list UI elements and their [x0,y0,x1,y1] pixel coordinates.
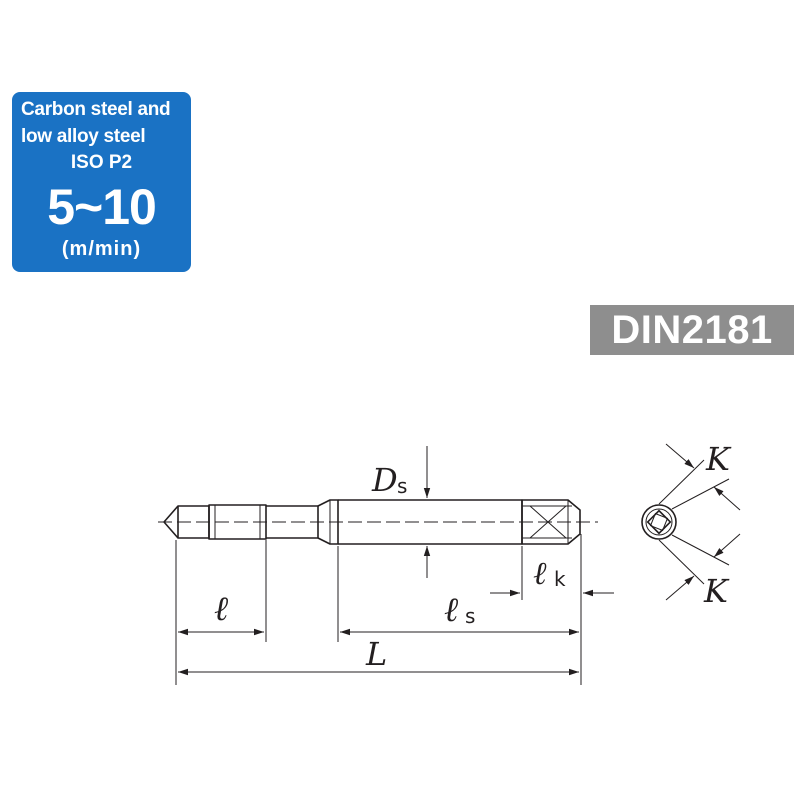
badge-iso-class: ISO P2 [70,152,133,173]
label-ds-letter: D [371,461,398,499]
label-ls-letter: ℓ [444,590,458,630]
label-ds-sub: s [397,474,407,498]
badge-material-line-1: Carbon steel and [21,99,171,120]
material-badge: Carbon steel and low alloy steel ISO P2 … [12,92,191,272]
dimension-labels: D s ℓ ℓ s ℓ k L K K [214,440,732,673]
label-lk-letter: ℓ [533,554,547,592]
label-L: L [365,635,387,673]
label-k-bottom: K [703,572,730,610]
extension-lines [175,534,582,685]
badge-material-line-2: low alloy steel [21,126,146,147]
dim-arrow-k-top [665,443,695,469]
label-lk-sub: k [554,567,566,591]
dim-arrow-k-bottom-2 [665,575,695,601]
standard-label: DIN2181 [590,305,794,355]
dim-arrow-k-bottom [713,533,741,558]
tap-end-view [641,443,741,601]
badge-cutting-speed: 5~10 [47,179,157,235]
badge-speed-unit: (m/min) [61,238,142,260]
dim-arrow-k-top-2 [713,486,741,511]
label-ls-sub: s [465,604,475,628]
label-k-top: K [705,440,732,478]
dimension-arrows [178,446,614,676]
label-l: ℓ [214,589,228,629]
